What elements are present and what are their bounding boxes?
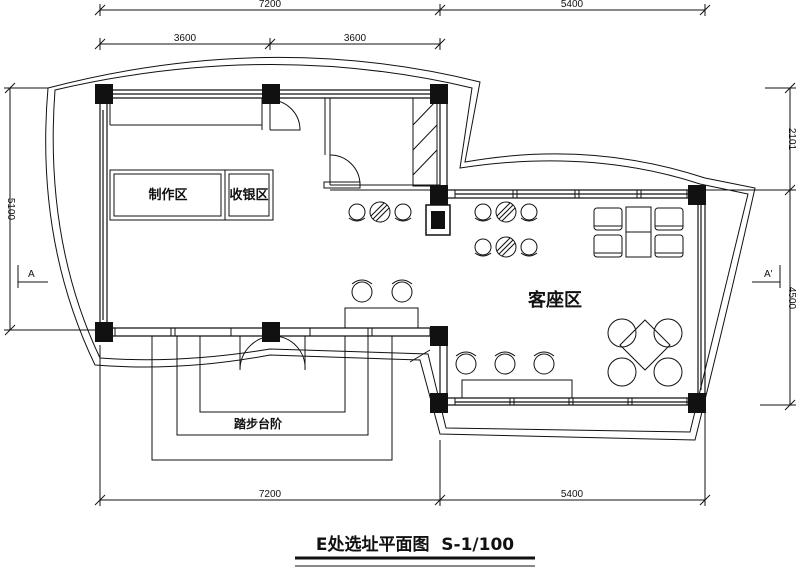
dim-right-lower: 4500: [786, 287, 797, 310]
dim-right-upper: 2101: [786, 128, 797, 151]
walls: [100, 90, 705, 405]
entrance-steps: [152, 336, 430, 460]
section-mark-left: A: [28, 269, 35, 280]
round-tables: [349, 202, 537, 257]
label-production-zone: 制作区: [148, 187, 187, 203]
right-dimension-lines: [705, 83, 796, 410]
counters: [110, 170, 572, 398]
front-window-frames: [115, 190, 687, 405]
section-markers: [18, 265, 780, 288]
label-seating-zone: 客座区: [528, 289, 582, 311]
section-mark-right: A': [764, 269, 773, 280]
bottom-dimension-lines: [95, 345, 710, 506]
label-cashier-zone: 收银区: [229, 187, 268, 203]
columns: [95, 84, 706, 413]
interior-partitions: [110, 98, 440, 190]
roof-outline: [46, 57, 755, 440]
dim-top-right-total: 5400: [561, 0, 584, 10]
top-dimension-lines: [95, 4, 710, 50]
label-entrance-steps: 踏步台阶: [234, 416, 283, 431]
column-entry-boxed: [426, 205, 450, 235]
diamond-table: [608, 319, 682, 386]
dim-bottom-left-total: 7200: [259, 489, 282, 500]
title-underline: [295, 558, 535, 566]
dim-top-sub-left: 3600: [174, 33, 197, 44]
dim-top-sub-right: 3600: [344, 33, 367, 44]
dim-left-height: 5100: [5, 198, 16, 221]
dim-bottom-right-total: 5400: [561, 489, 584, 500]
booth-table: [594, 207, 683, 257]
doors: [240, 100, 360, 370]
dim-top-left-total: 7200: [259, 0, 282, 10]
drawing-title: E处选址平面图 S-1/100: [316, 534, 514, 555]
bar-stools: [352, 280, 554, 374]
